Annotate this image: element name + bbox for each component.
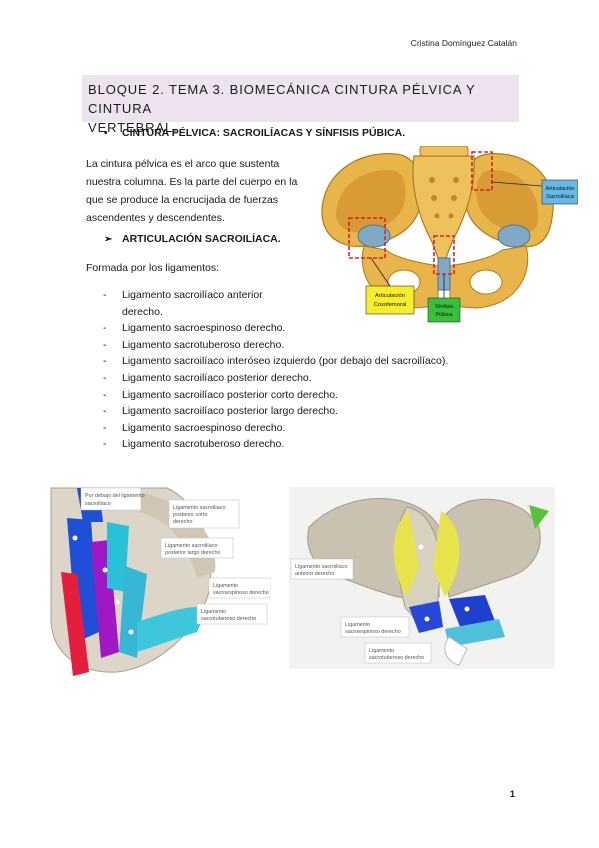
- svg-text:Ligamento sacroilíaco: Ligamento sacroilíaco: [165, 543, 217, 549]
- list-item: -Ligamento sacroilíaco posterior corto d…: [103, 388, 338, 401]
- bullet-icon: •: [104, 127, 108, 139]
- section-heading: • CINTURA PÉLVICA: SACROILÍACAS Y SÍNFISI…: [104, 127, 405, 139]
- list-item: -Ligamento sacroilíaco interóseo izquier…: [103, 355, 449, 368]
- list-item: -Ligamento sacrotuberoso derecho.: [103, 438, 285, 451]
- svg-text:Sínfisis: Sínfisis: [435, 304, 453, 310]
- anterior-ligaments-illustration: Ligamento sacroilíaco anterior derecho L…: [289, 487, 555, 669]
- svg-text:Coxofemoral: Coxofemoral: [374, 302, 407, 308]
- svg-text:sacrotuberoso derecho: sacrotuberoso derecho: [201, 616, 256, 622]
- svg-text:Sacroilíaca: Sacroilíaca: [546, 194, 575, 200]
- title-line-1: BLOQUE 2. TEMA 3. BIOMECÁNICA CINTURA PÉ…: [88, 82, 476, 116]
- arrow-bullet-icon: ➢: [104, 234, 113, 245]
- pelvis-illustration: Articulación Sacroilíaca Articulación Co…: [316, 146, 578, 324]
- svg-text:sacrotuberoso derecho: sacrotuberoso derecho: [369, 655, 424, 661]
- subsection-heading-text: ARTICULACIÓN SACROILÍACA.: [122, 233, 281, 245]
- svg-text:Ligamento: Ligamento: [213, 583, 238, 589]
- svg-text:sacroespinoso derecho: sacroespinoso derecho: [213, 590, 269, 596]
- svg-text:Ligamento sacroilíaco: Ligamento sacroilíaco: [295, 564, 347, 570]
- anterior-ligaments-figure: Ligamento sacroilíaco anterior derecho L…: [289, 487, 555, 669]
- posterior-ligaments-illustration: Por debajo del ligamento sacroilíaco Lig…: [47, 482, 271, 678]
- posterior-ligaments-figure: Por debajo del ligamento sacroilíaco Lig…: [47, 482, 271, 678]
- svg-text:posterior largo derecho: posterior largo derecho: [165, 550, 220, 556]
- list-item: -Ligamento sacroilíaco posterior largo d…: [103, 405, 338, 418]
- list-item: -Ligamento sacroilíaco posterior derecho…: [103, 371, 312, 384]
- list-item: -Ligamento sacroespinoso derecho.: [103, 322, 286, 335]
- svg-text:Por debajo del ligamento: Por debajo del ligamento: [85, 493, 145, 499]
- pelvis-figure: Articulación Sacroilíaca Articulación Co…: [316, 146, 578, 324]
- ligaments-intro: Formada por los ligamentos:: [86, 262, 220, 274]
- ligament-list: -Ligamento sacroilíaco anterior derecho.…: [103, 287, 448, 453]
- svg-text:sacroilíaco: sacroilíaco: [85, 501, 111, 507]
- page-title: BLOQUE 2. TEMA 3. BIOMECÁNICA CINTURA PÉ…: [82, 75, 519, 135]
- svg-text:derecho: derecho: [173, 519, 192, 525]
- svg-text:sacroespinoso derecho: sacroespinoso derecho: [345, 629, 401, 635]
- svg-text:Articulación: Articulación: [546, 186, 575, 192]
- page-number: 1: [509, 789, 515, 799]
- svg-text:Articulación: Articulación: [375, 293, 405, 299]
- svg-text:Ligamento: Ligamento: [201, 609, 226, 615]
- intro-paragraph: La cintura pélvica es el arco que susten…: [86, 158, 298, 224]
- subsection-heading: ➢ ARTICULACIÓN SACROILÍACA.: [104, 233, 281, 245]
- svg-text:anterior derecho: anterior derecho: [295, 571, 334, 577]
- svg-text:Ligamento sacroilíaco: Ligamento sacroilíaco: [173, 505, 225, 511]
- svg-text:posterior corto: posterior corto: [173, 512, 207, 518]
- author-name: Cristina Domínguez Catalán: [410, 38, 517, 48]
- svg-text:Ligamento: Ligamento: [369, 648, 394, 654]
- list-item: -Ligamento sacrotuberoso derecho.: [103, 338, 285, 351]
- section-heading-text: CINTURA PÉLVICA: SACROILÍACAS Y SÍNFISIS…: [122, 127, 406, 139]
- list-item: -Ligamento sacroespinoso derecho.: [103, 421, 286, 434]
- list-item: -Ligamento sacroilíaco anterior derecho.: [103, 289, 263, 318]
- title-line-2: VERTEBRAL.: [88, 120, 178, 135]
- svg-text:Púbica: Púbica: [435, 312, 453, 318]
- svg-text:Ligamento: Ligamento: [345, 622, 370, 628]
